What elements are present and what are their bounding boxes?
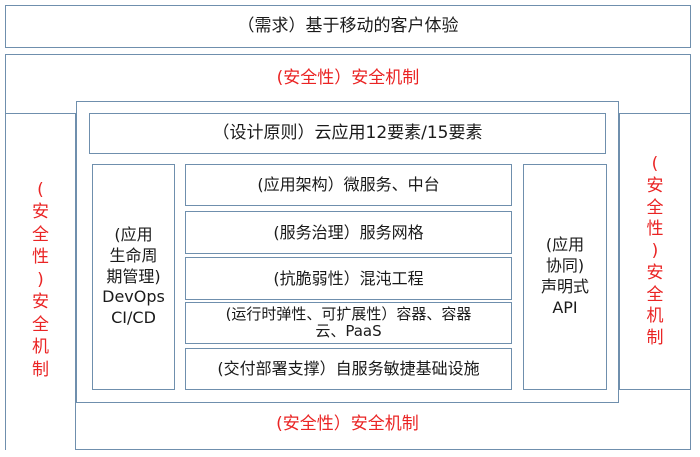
layer-delivery-label: (交付部署支撑）自服务敏捷基础设施: [217, 359, 480, 379]
security-bottom-label: (安全性）安全机制: [276, 413, 419, 434]
security-top-label: (安全性）安全机制: [276, 67, 420, 88]
layer-antifragile-box: [185, 257, 512, 300]
layer-antifragile-label: (抗脆弱性）混沌工程: [273, 268, 424, 288]
layer-architecture-label: (应用架构）微服务、中台: [257, 175, 440, 195]
right-security-box: [619, 113, 691, 390]
lifecycle-box: [92, 164, 175, 390]
left-security-box: [5, 113, 76, 450]
security-left-label: ( 安 全 性 ) 安 全 机 制: [32, 180, 49, 380]
layer-architecture-box: [185, 164, 512, 206]
design-principle-label: （设计原则）云应用12要素/15要素: [212, 123, 483, 144]
security-right-label: ( 安 全 性 ) 安 全 机 制: [646, 154, 664, 349]
layer-governance-label: (服务治理）服务网格: [273, 222, 424, 242]
collab-label: (应用 协同) 声明式 API: [540, 235, 589, 317]
collab-box: [523, 164, 607, 390]
layer-governance-box: [185, 211, 512, 254]
lifecycle-label: (应用 生命周 期管理) DevOps CI/CD: [102, 225, 165, 328]
design-principle-box: [89, 113, 606, 154]
layer-runtime-label: (运行时弹性、可扩展性）容器、容器 云、PaaS: [225, 304, 472, 340]
layer-delivery-box: [185, 348, 512, 390]
layer-runtime-box: [185, 302, 512, 344]
requirement-label: （需求）基于移动的客户体验: [237, 16, 459, 37]
requirement-box: [5, 5, 691, 48]
